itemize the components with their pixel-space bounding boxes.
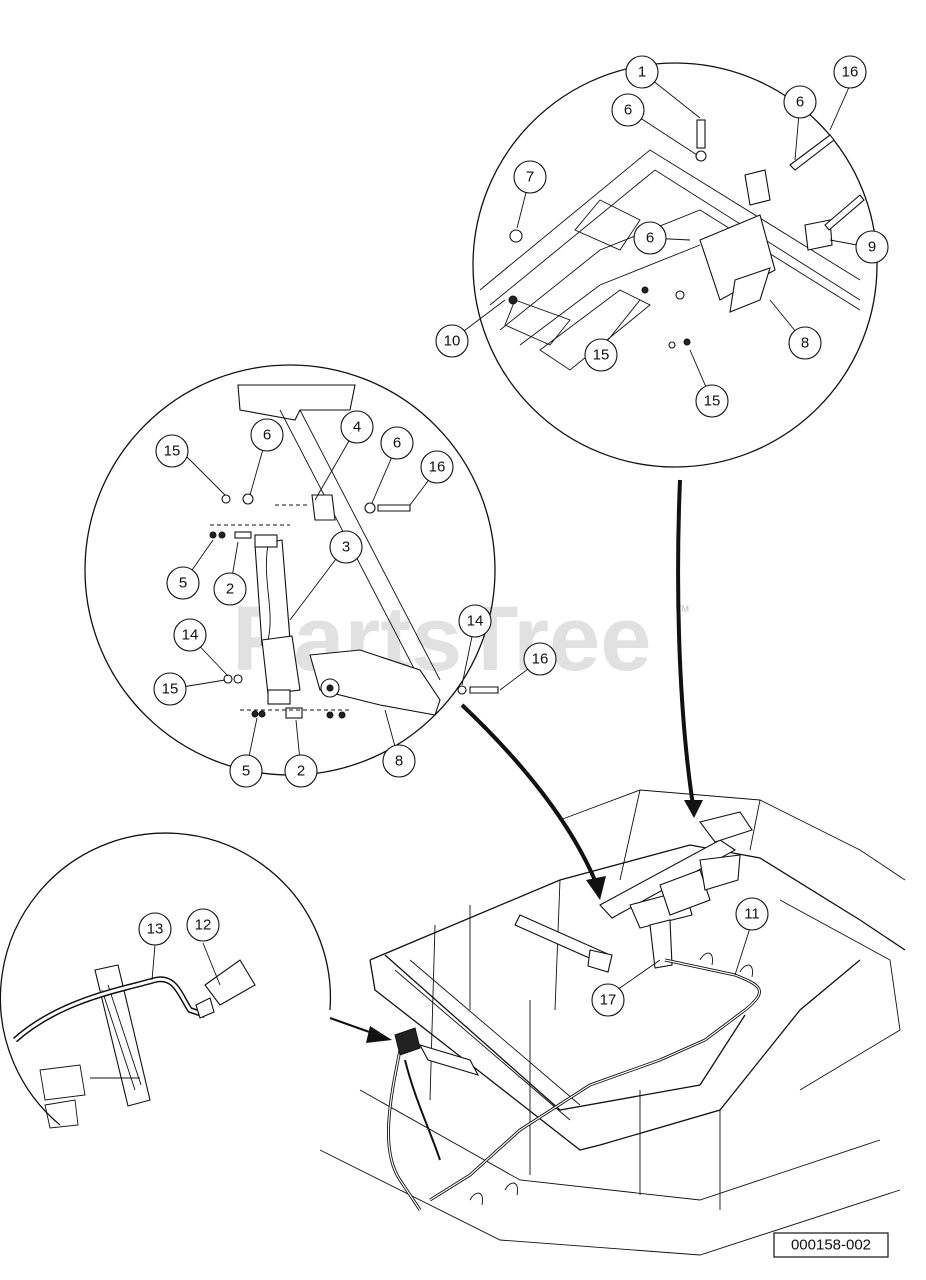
svg-text:17: 17 [600,992,617,1009]
callout-mid-15b: 15 [153,672,187,706]
svg-text:3: 3 [342,539,350,556]
detail-circle-bottom: 13 12 [0,832,332,1129]
callout-mid-14b: 14 [458,604,492,638]
svg-text:8: 8 [801,335,809,352]
pointer-arrows [329,479,703,1043]
svg-text:15: 15 [164,443,181,460]
callout-mid-2b: 2 [284,754,318,788]
svg-text:2: 2 [297,763,305,780]
callout-top-6c: 6 [633,221,667,255]
callout-mid-14a: 14 [173,618,207,652]
watermark-text: PartsTree [232,588,651,690]
svg-text:12: 12 [195,917,212,934]
watermark: PartsTree TM [232,588,689,690]
callout-top-15b: 15 [695,384,729,418]
svg-text:2: 2 [226,581,234,598]
figure-id-box: 000158-002 [773,1232,889,1258]
callout-mid-5a: 5 [166,566,200,600]
callout-top-7: 7 [513,160,547,194]
svg-text:6: 6 [796,94,804,111]
callout-mid-5b: 5 [229,754,263,788]
callout-mid-16a: 16 [420,450,454,484]
callout-mid-2a: 2 [213,572,247,606]
callout-mid-3: 3 [329,530,363,564]
callout-mid-15a: 15 [155,434,189,468]
callout-top-15a: 15 [584,338,618,372]
figure-id-text: 000158-002 [791,1237,871,1254]
svg-text:15: 15 [593,347,610,364]
main-assembly-view: 11 17 [319,789,906,1256]
svg-text:9: 9 [868,239,876,256]
svg-text:15: 15 [162,681,179,698]
svg-text:6: 6 [624,102,632,119]
svg-text:5: 5 [179,575,187,592]
svg-text:14: 14 [182,627,199,644]
svg-text:7: 7 [526,169,534,186]
callout-mid-4: 4 [340,410,374,444]
svg-text:6: 6 [393,435,401,452]
watermark-trademark: TM [676,604,689,614]
detail-circle-top: 1 6 16 6 7 6 9 10 15 8 15 [435,55,889,468]
svg-text:16: 16 [429,459,446,476]
svg-text:14: 14 [467,613,484,630]
callout-top-1: 1 [625,55,659,89]
svg-text:16: 16 [532,651,549,668]
callout-top-6b: 6 [783,85,817,119]
svg-text:1: 1 [638,64,646,81]
callout-top-10: 10 [435,324,469,358]
callout-mid-8: 8 [382,744,416,778]
callout-top-8: 8 [788,326,822,360]
svg-text:10: 10 [444,333,461,350]
svg-text:6: 6 [646,230,654,247]
callout-top-6a: 6 [611,93,645,127]
detail-circle-middle: 15 6 4 6 16 3 5 2 14 14 16 15 5 2 8 [84,364,557,788]
callout-mid-16b: 16 [523,642,557,676]
svg-text:5: 5 [242,763,250,780]
svg-text:13: 13 [147,921,164,938]
callout-main-17: 17 [591,983,625,1017]
callout-main-11: 11 [735,897,769,931]
svg-text:6: 6 [263,427,271,444]
callout-mid-6a: 6 [250,418,284,452]
callout-top-16: 16 [833,55,867,89]
callout-mid-6b: 6 [380,426,414,460]
svg-text:8: 8 [395,753,403,770]
svg-text:15: 15 [704,393,721,410]
svg-text:4: 4 [353,419,361,436]
svg-text:11: 11 [744,906,760,923]
callout-top-9: 9 [855,230,889,264]
callout-bot-13: 13 [138,912,172,946]
callout-bot-12: 12 [186,908,220,942]
svg-text:16: 16 [842,64,859,81]
